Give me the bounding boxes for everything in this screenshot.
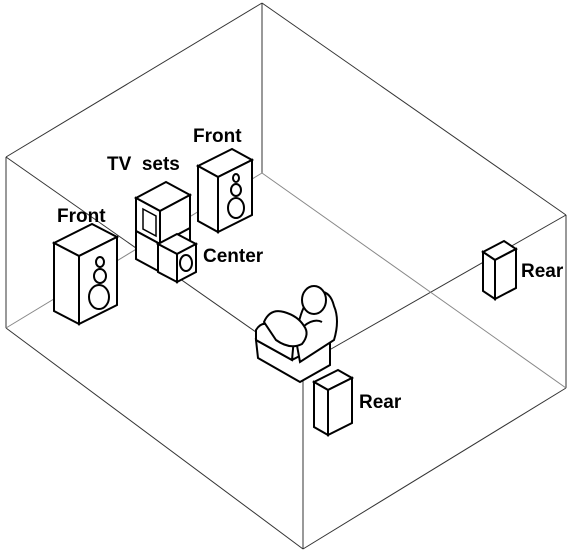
- center-speaker: [155, 232, 199, 284]
- room-box: [5, 2, 567, 550]
- rear-bottom-speaker: [311, 368, 355, 437]
- front-left-speaker: [51, 222, 120, 326]
- armchair-listener: [254, 285, 338, 384]
- label-tv-sets: TV sets: [107, 154, 180, 175]
- label-front-right: Front: [193, 126, 242, 147]
- rear-right-speaker: [481, 239, 518, 301]
- label-center: Center: [203, 246, 264, 267]
- label-rear-right: Rear: [521, 261, 564, 282]
- label-rear-bottom: Rear: [359, 392, 402, 413]
- front-right-speaker: [195, 147, 255, 234]
- label-front-left: Front: [57, 206, 106, 227]
